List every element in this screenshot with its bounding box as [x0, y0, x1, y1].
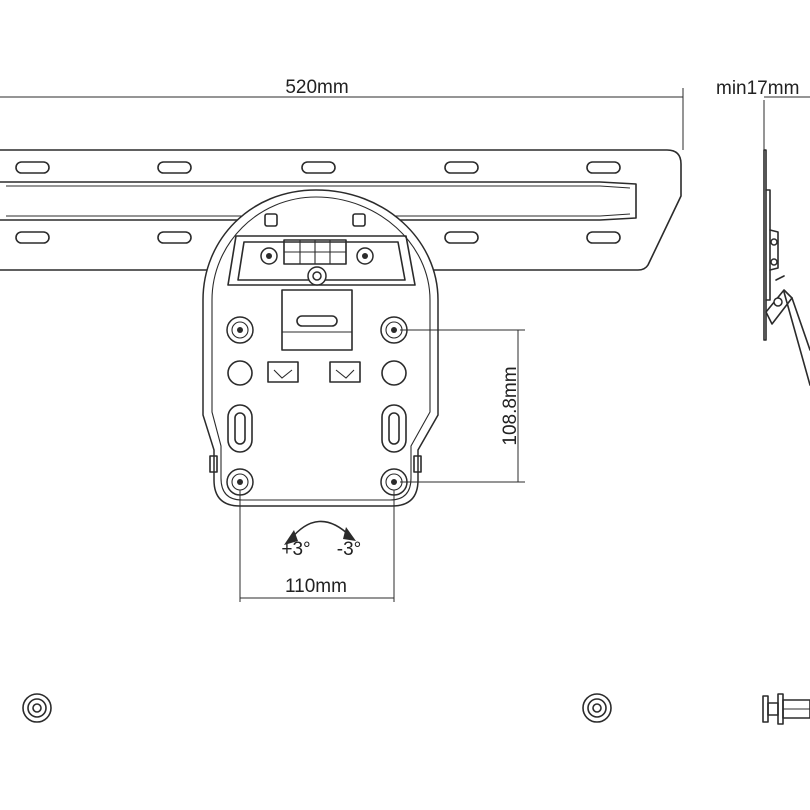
wall-anchor: [22, 693, 52, 723]
spacer-side-view: [762, 693, 810, 725]
upper-slot-row: [15, 161, 621, 174]
vertical-spacing-label: 108.8mm: [500, 366, 521, 445]
depth-label: min17mm: [716, 78, 799, 99]
oval-slot: [381, 404, 407, 453]
tilt-positive-label: +3°: [281, 539, 310, 560]
locking-mechanism: [227, 213, 416, 351]
clip-bracket: [329, 361, 361, 383]
lower-slot-row: [15, 231, 621, 244]
wall-anchor: [582, 693, 612, 723]
tv-bracket-plate: [202, 189, 439, 507]
oval-slot: [227, 404, 253, 453]
side-view: min17mm: [716, 78, 810, 386]
clip-bracket: [267, 361, 299, 383]
vertical-spacing-dimension: 108.8mm: [400, 329, 525, 483]
vesa-mounting-hole: [226, 316, 254, 344]
wall-plate: [0, 149, 682, 271]
round-hole: [381, 360, 407, 386]
round-hole: [227, 360, 253, 386]
width-dimension: 520mm: [0, 77, 684, 150]
horizontal-spacing-dimension: 110mm: [239, 490, 395, 602]
width-label: 520mm: [285, 77, 348, 98]
tilt-indicator: +3° -3°: [281, 520, 362, 560]
horizontal-spacing-label: 110mm: [285, 576, 347, 597]
tilt-negative-label: -3°: [337, 539, 362, 560]
